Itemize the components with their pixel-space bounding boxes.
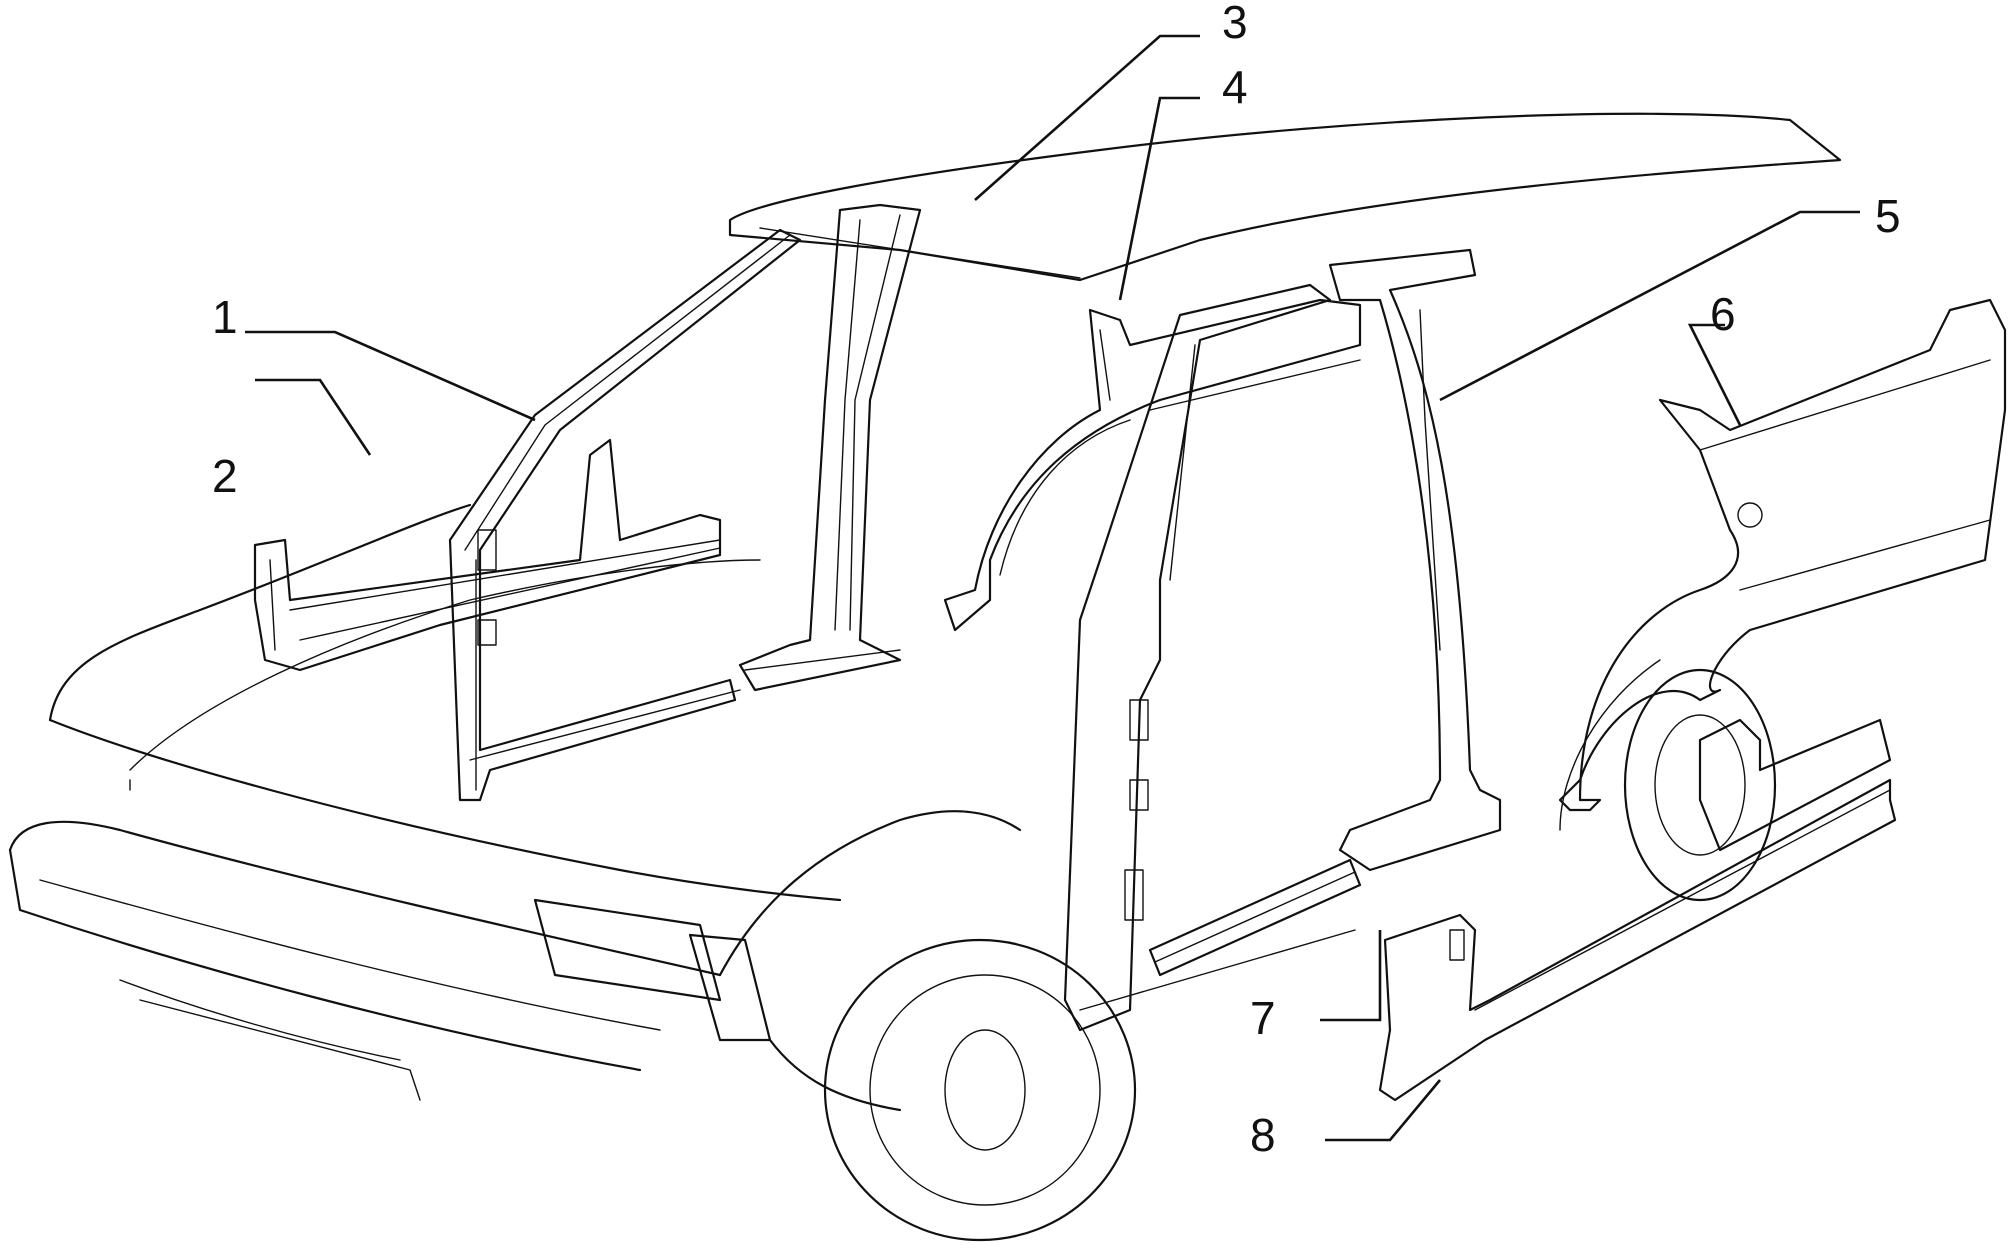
callout-4: 4 bbox=[1222, 61, 1248, 113]
leader-5 bbox=[1439, 210, 1860, 402]
leader-4 bbox=[1118, 96, 1200, 301]
leader-1 bbox=[245, 330, 536, 422]
callout-8: 8 bbox=[1250, 1109, 1276, 1161]
callout-5: 5 bbox=[1875, 190, 1901, 242]
leader-3 bbox=[974, 34, 1200, 201]
callout-6: 6 bbox=[1710, 288, 1736, 340]
leader-lines bbox=[245, 34, 1860, 1142]
part-7-outer-rocker bbox=[1148, 858, 1362, 977]
car-body-outline bbox=[8, 112, 1842, 1242]
part-3-b-pillar bbox=[738, 203, 922, 692]
part-2-front-sill bbox=[253, 438, 722, 672]
leader-8 bbox=[1325, 1079, 1441, 1142]
callout-1: 1 bbox=[212, 291, 238, 343]
callout-3: 3 bbox=[1222, 0, 1248, 48]
part-5-center-pillar bbox=[1063, 248, 1502, 1032]
part-6-rear-quarter-panel bbox=[1558, 298, 2007, 812]
leader-2 bbox=[255, 378, 372, 456]
part-4-quarter-inner bbox=[943, 298, 1362, 632]
callout-2: 2 bbox=[212, 450, 238, 502]
leader-6 bbox=[1687, 323, 1742, 426]
part-8-rocker-rear bbox=[1378, 718, 1897, 1102]
leader-7 bbox=[1320, 930, 1382, 1022]
part-1-front-door-frame bbox=[448, 228, 802, 802]
callout-labels: 1 2 3 4 5 6 7 8 bbox=[212, 0, 1901, 1161]
callout-7: 7 bbox=[1250, 992, 1276, 1044]
